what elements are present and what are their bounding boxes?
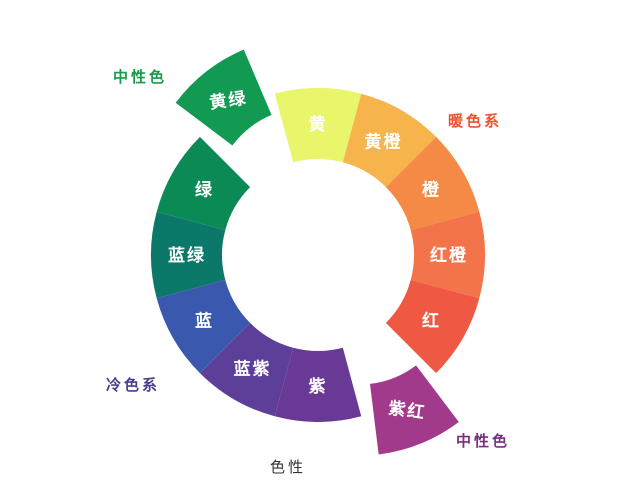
segment-1: 黄 — [274, 88, 362, 163]
segment-shape — [156, 136, 251, 231]
segment-label: 蓝紫 — [234, 358, 272, 379]
segment-9: 蓝 — [156, 279, 251, 374]
neutral-color-label-bottom: 中性色 — [456, 432, 511, 450]
segment-6: 紫红 — [370, 365, 459, 455]
segment-label: 红 — [422, 311, 441, 332]
segment-shape — [342, 93, 437, 188]
segment-label: 蓝 — [195, 312, 214, 332]
segment-shape — [156, 279, 251, 374]
warm-colors-label: 暖色系 — [448, 112, 503, 130]
segment-3: 橙 — [385, 136, 480, 231]
segment-shape — [175, 49, 272, 146]
segment-7: 紫 — [274, 347, 362, 422]
segment-shape — [199, 322, 294, 417]
segment-label: 橙 — [422, 180, 441, 201]
segment-shape — [274, 347, 362, 422]
segment-label: 紫 — [309, 376, 328, 397]
segment-5: 红 — [385, 279, 480, 374]
segment-12: 黄绿 — [175, 49, 272, 146]
segment-shape — [410, 211, 485, 299]
segment-label: 黄 — [309, 114, 328, 135]
segment-8: 蓝紫 — [199, 322, 294, 417]
segment-label: 蓝绿 — [168, 245, 206, 266]
segment-shape — [274, 88, 362, 163]
neutral-color-label-top: 中性色 — [113, 68, 168, 86]
segment-shape — [385, 136, 480, 231]
segment-shape — [385, 279, 480, 374]
caption-label: 色性 — [270, 458, 307, 476]
segment-label: 紫红 — [387, 398, 428, 424]
segment-11: 绿 — [156, 136, 251, 231]
segment-shape — [370, 365, 459, 455]
segment-label: 绿 — [195, 180, 214, 201]
segment-10: 蓝绿 — [151, 211, 226, 299]
segment-shape — [151, 211, 226, 299]
cool-colors-label: 冷色系 — [106, 376, 161, 394]
segment-4: 红橙 — [410, 211, 485, 299]
segment-2: 黄橙 — [342, 93, 437, 188]
segment-label: 黄橙 — [365, 132, 403, 153]
segment-label: 红橙 — [430, 245, 468, 266]
